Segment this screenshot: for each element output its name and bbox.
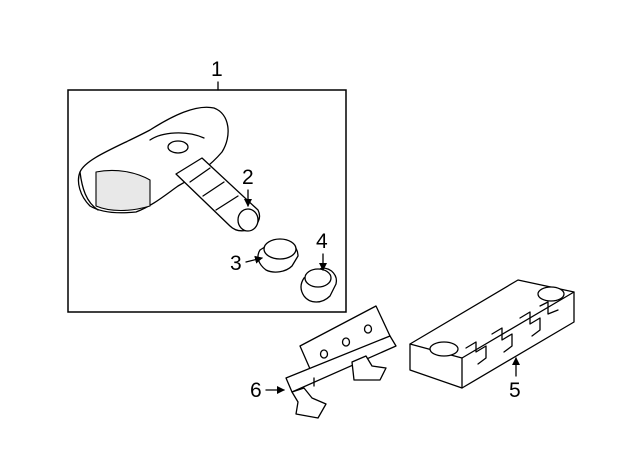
valve-cap [257,238,299,273]
callout-3: 3 [230,252,242,275]
leader-3 [245,255,263,264]
callout-4: 4 [316,230,328,253]
bracket [285,305,397,419]
callout-5: 5 [509,379,521,402]
valve-core [300,267,338,303]
tpms-sensor [77,106,261,232]
receiver-module [409,279,575,389]
callout-6: 6 [250,379,262,402]
callout-1: 1 [211,58,223,81]
assembly-frame [67,89,347,313]
callout-2: 2 [242,166,254,189]
